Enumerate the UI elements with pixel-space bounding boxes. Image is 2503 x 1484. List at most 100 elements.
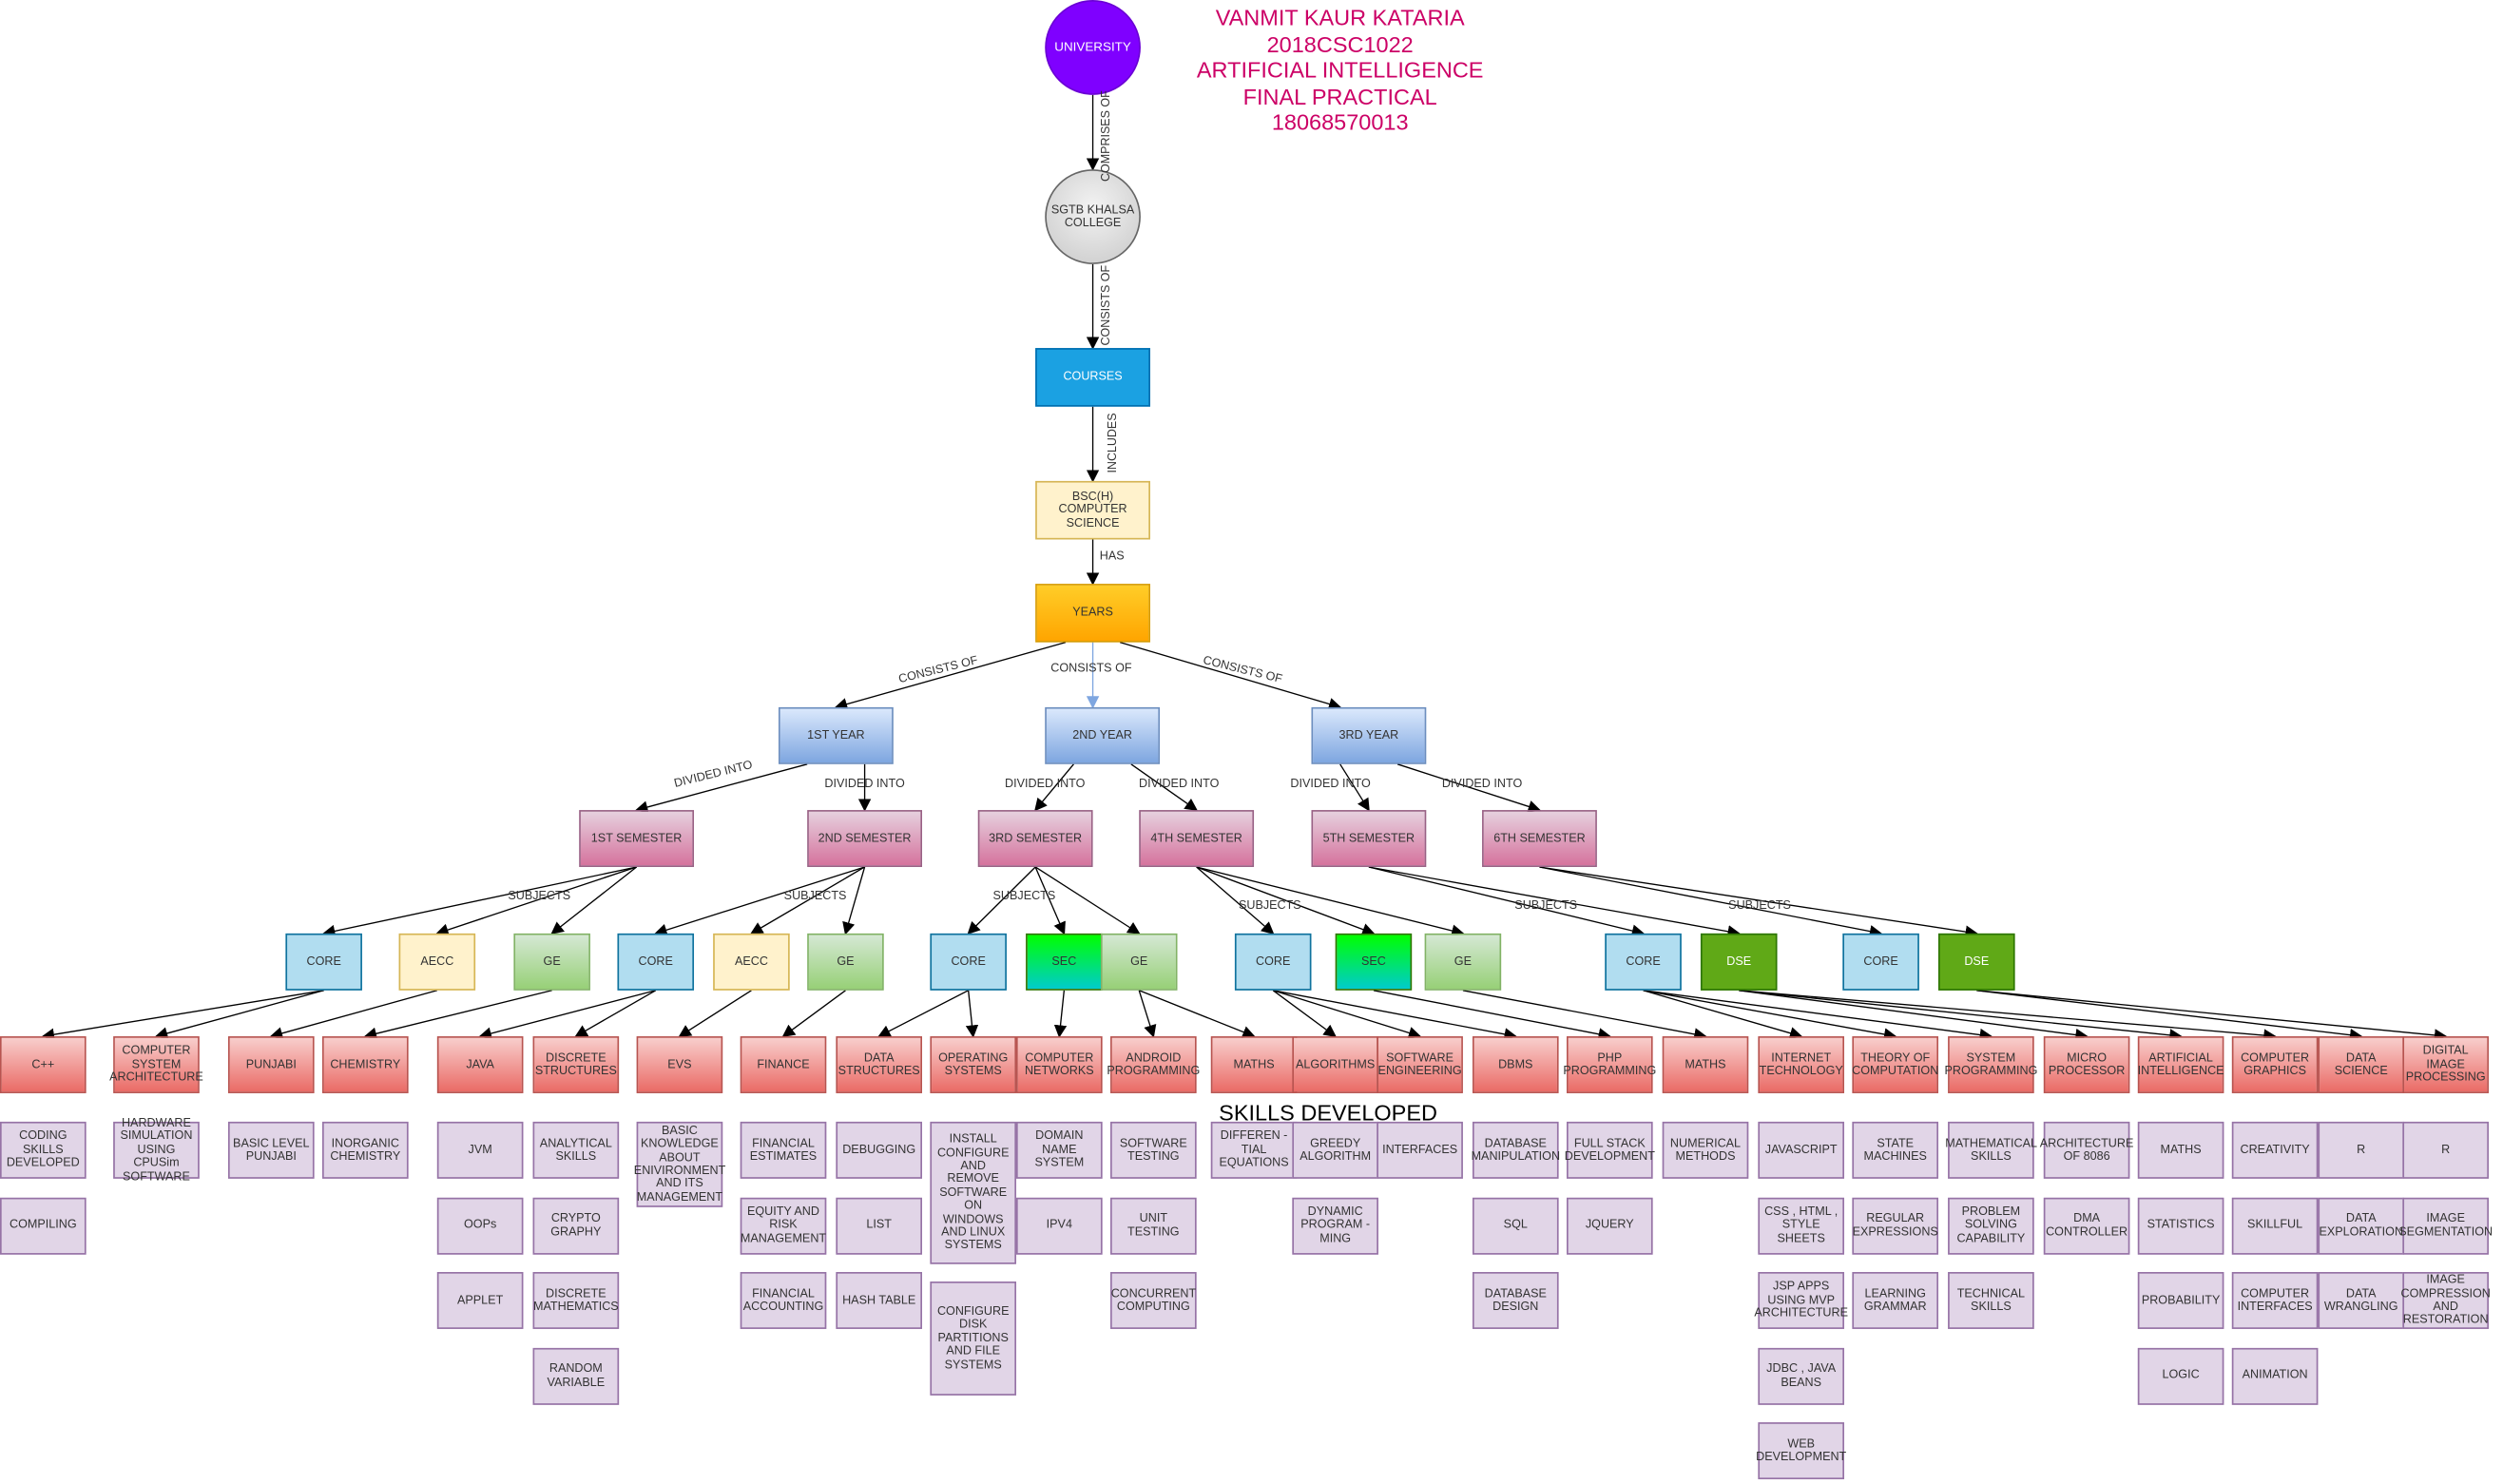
year-node[interactable]: 1ST YEAR — [778, 706, 894, 764]
skill-node[interactable]: CRYPTO GRAPHY — [532, 1196, 620, 1254]
skill-node[interactable]: CODING SKILLS DEVELOPED — [0, 1121, 87, 1179]
skill-node[interactable]: JSP APPS USING MVP ARCHITECTURE — [1754, 1272, 1848, 1329]
skill-node[interactable]: DATABASE MANIPULATION — [1472, 1121, 1560, 1179]
skill-node[interactable]: DATA EXPLORATION — [2318, 1196, 2405, 1254]
category-node-core[interactable]: CORE — [285, 933, 362, 991]
university-node[interactable]: UNIVERSITY — [1045, 0, 1141, 95]
subject-node[interactable]: MICRO PROCESSOR — [2043, 1036, 2130, 1093]
skill-node[interactable]: DISCRETE MATHEMATICS — [532, 1272, 620, 1329]
category-node-ge[interactable]: GE — [1424, 933, 1502, 991]
skill-node[interactable]: INORGANIC CHEMISTRY — [321, 1121, 409, 1179]
subject-node[interactable]: C++ — [0, 1036, 87, 1093]
subject-node[interactable]: SYSTEM PROGRAMMING — [1944, 1036, 2037, 1093]
years-node[interactable]: YEARS — [1035, 584, 1150, 643]
skill-node[interactable]: UNIT TESTING — [1110, 1196, 1197, 1254]
subject-node[interactable]: OPERATING SYSTEMS — [930, 1036, 1017, 1093]
skill-node[interactable]: SQL — [1472, 1196, 1559, 1254]
category-node-dse[interactable]: DSE — [1938, 933, 2015, 991]
subject-node[interactable]: JAVA — [436, 1036, 524, 1093]
college-node[interactable]: SGTB KHALSA COLLEGE — [1045, 169, 1141, 264]
skill-node[interactable]: JQUERY — [1566, 1196, 1653, 1254]
skill-node[interactable]: JVM — [436, 1121, 524, 1179]
skill-node[interactable]: SKILLFUL — [2231, 1196, 2319, 1254]
subject-node[interactable]: DISCRETE STRUCTURES — [532, 1036, 620, 1093]
skill-node[interactable]: EQUITY AND RISK MANAGEMENT — [740, 1196, 827, 1254]
subject-node[interactable]: COMPUTER NETWORKS — [1016, 1036, 1103, 1093]
skill-node[interactable]: BASIC KNOWLEDGE ABOUT ENIVIRONMENT AND I… — [634, 1121, 725, 1207]
category-node-core[interactable]: CORE — [1234, 933, 1312, 991]
skill-node[interactable]: JDBC , JAVA BEANS — [1758, 1347, 1844, 1404]
skill-node[interactable]: R — [2318, 1121, 2405, 1179]
skill-node[interactable]: ARCHITECTURE OF 8086 — [2040, 1121, 2133, 1179]
skill-node[interactable]: INSTALL CONFIGURE AND REMOVE SOFTWARE ON… — [930, 1121, 1017, 1264]
subject-node[interactable]: ALGORITHMS — [1292, 1036, 1378, 1093]
skill-node[interactable]: LIST — [836, 1196, 922, 1254]
skill-node[interactable]: WEB DEVELOPMENT — [1756, 1422, 1846, 1480]
subject-node[interactable]: PHP PROGRAMMING — [1563, 1036, 1656, 1093]
subject-node[interactable]: MATHS — [1662, 1036, 1749, 1093]
skill-node[interactable]: TECHNICAL SKILLS — [1948, 1272, 2034, 1329]
category-node-core[interactable]: CORE — [1605, 933, 1682, 991]
subject-node[interactable]: DBMS — [1472, 1036, 1559, 1093]
category-node-core[interactable]: CORE — [1842, 933, 1919, 991]
subject-node[interactable]: THEORY OF COMPUTATION — [1852, 1036, 1938, 1093]
semester-node[interactable]: 1ST SEMESTER — [579, 810, 695, 867]
skill-node[interactable]: OOPs — [436, 1196, 524, 1254]
skill-node[interactable]: REGULAR EXPRESSIONS — [1852, 1196, 1939, 1254]
semester-node[interactable]: 4TH SEMESTER — [1139, 810, 1255, 867]
skill-node[interactable]: DYNAMIC PROGRAM -MING — [1292, 1196, 1378, 1254]
skill-node[interactable]: GREEDY ALGORITHM — [1292, 1121, 1378, 1179]
skill-node[interactable]: FINANCIAL ESTIMATES — [740, 1121, 827, 1179]
subject-node[interactable]: COMPUTER SYSTEM ARCHITECTURE — [109, 1036, 203, 1093]
skill-node[interactable]: COMPUTER INTERFACES — [2231, 1272, 2319, 1329]
skill-node[interactable]: DATA WRANGLING — [2318, 1272, 2405, 1329]
skill-node[interactable]: PROBABILITY — [2137, 1272, 2224, 1329]
skill-node[interactable]: DOMAIN NAME SYSTEM — [1016, 1121, 1103, 1179]
skill-node[interactable]: HASH TABLE — [836, 1272, 922, 1329]
skill-node[interactable]: RANDOM VARIABLE — [532, 1347, 620, 1404]
skill-node[interactable]: DIFFEREN -TIAL EQUATIONS — [1210, 1121, 1298, 1179]
skill-node[interactable]: MATHS — [2137, 1121, 2224, 1179]
subject-node[interactable]: DATA STRUCTURES — [836, 1036, 922, 1093]
skill-node[interactable]: HARDWARE SIMULATION USING CPUSim SOFTWAR… — [113, 1116, 200, 1183]
courses-node[interactable]: COURSES — [1035, 348, 1150, 407]
skill-node[interactable]: NUMERICAL METHODS — [1662, 1121, 1749, 1179]
subject-node[interactable]: DATA SCIENCE — [2318, 1036, 2405, 1093]
skill-node[interactable]: CSS , HTML , STYLE SHEETS — [1758, 1196, 1844, 1254]
semester-node[interactable]: 3RD SEMESTER — [977, 810, 1093, 867]
year-node[interactable]: 3RD YEAR — [1311, 706, 1427, 764]
skill-node[interactable]: JAVASCRIPT — [1758, 1121, 1844, 1179]
category-node-core[interactable]: CORE — [617, 933, 695, 991]
skill-node[interactable]: DATABASE DESIGN — [1472, 1272, 1559, 1329]
category-node-ge[interactable]: GE — [513, 933, 590, 991]
skill-node[interactable]: STATISTICS — [2137, 1196, 2224, 1254]
skill-node[interactable]: IMAGE COMPRESSION AND RESTORATION — [2400, 1272, 2491, 1329]
category-node-ge[interactable]: GE — [807, 933, 884, 991]
skill-node[interactable]: INTERFACES — [1377, 1121, 1463, 1179]
subject-node[interactable]: MATHS — [1210, 1036, 1298, 1093]
skill-node[interactable]: PROBLEM SOLVING CAPABILITY — [1948, 1196, 2034, 1254]
subject-node[interactable]: PUNJABI — [227, 1036, 315, 1093]
category-node-sec[interactable]: SEC — [1026, 933, 1103, 991]
semester-node[interactable]: 6TH SEMESTER — [1482, 810, 1597, 867]
subject-node[interactable]: ARTIFICIAL INTELLIGENCE — [2138, 1036, 2224, 1093]
category-node-aecc[interactable]: AECC — [398, 933, 476, 991]
skill-node[interactable]: BASIC LEVEL PUNJABI — [227, 1121, 315, 1179]
skill-node[interactable]: FULL STACK DEVELOPMENT — [1565, 1121, 1655, 1179]
skill-node[interactable]: DMA CONTROLLER — [2043, 1196, 2130, 1254]
skill-node[interactable]: STATE MACHINES — [1852, 1121, 1939, 1179]
subject-node[interactable]: CHEMISTRY — [321, 1036, 409, 1093]
skill-node[interactable]: COMPILING — [0, 1196, 87, 1254]
bsc-computer-science-node[interactable]: BSC(H) COMPUTER SCIENCE — [1035, 480, 1150, 540]
skill-node[interactable]: CONFIGURE DISK PARTITIONS AND FILE SYSTE… — [930, 1282, 1017, 1396]
subject-node[interactable]: INTERNET TECHNOLOGY — [1758, 1036, 1844, 1093]
category-node-sec[interactable]: SEC — [1335, 933, 1413, 991]
year-node[interactable]: 2ND YEAR — [1045, 706, 1161, 764]
semester-node[interactable]: 2ND SEMESTER — [807, 810, 922, 867]
skill-node[interactable]: SOFTWARE TESTING — [1110, 1121, 1197, 1179]
skill-node[interactable]: ANALYTICAL SKILLS — [532, 1121, 620, 1179]
subject-node[interactable]: SOFTWARE ENGINEERING — [1377, 1036, 1463, 1093]
subject-node[interactable]: FINANCE — [740, 1036, 827, 1093]
skill-node[interactable]: IPV4 — [1016, 1196, 1103, 1254]
skill-node[interactable]: APPLET — [436, 1272, 524, 1329]
